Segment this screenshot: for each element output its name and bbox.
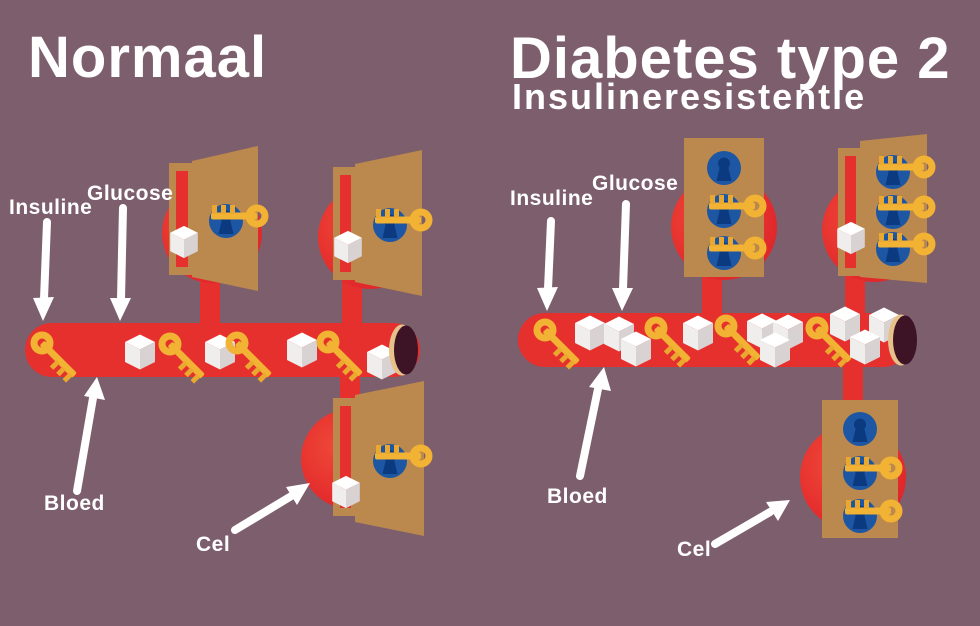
glucose-cube-icon — [287, 332, 317, 368]
right-blood-arrow — [576, 367, 611, 480]
arrow-head — [537, 287, 558, 311]
right-blood-vessel — [518, 306, 917, 371]
right-blood-label: Bloed — [547, 485, 608, 508]
left-cell-arrow — [231, 483, 310, 534]
arrow-shaft — [40, 218, 51, 303]
right-glucose-arrow — [612, 200, 633, 311]
arrow-shaft — [619, 200, 630, 293]
arrow-head — [766, 500, 790, 521]
lock-icon — [843, 412, 877, 446]
arrow-shaft — [576, 385, 602, 480]
vessel-branch — [843, 363, 863, 403]
lock-icon — [707, 151, 741, 185]
right-glucose-label: Glucose — [592, 172, 678, 195]
cell-open-door-1 — [162, 146, 265, 291]
door-opening — [340, 175, 351, 272]
left-blood-arrow — [73, 377, 105, 495]
right-panel-subtitle: Insulineresistentie — [512, 76, 866, 117]
cell-ajar-door — [822, 134, 932, 283]
arrow-head — [612, 288, 633, 311]
right-panel: Diabetes type 2 Insulineresistentie — [510, 26, 951, 561]
cell-closed-door-2 — [800, 400, 906, 538]
cell-open-door-3 — [301, 381, 429, 536]
arrow-head — [84, 377, 105, 400]
door-opening — [340, 406, 351, 508]
glucose-cube-icon — [621, 331, 651, 367]
right-panel-title: Diabetes type 2 — [510, 26, 951, 91]
left-panel: Normaal — [9, 25, 429, 556]
glucose-cube-icon — [850, 329, 880, 365]
left-blood-vessel — [25, 323, 420, 384]
vessel-opening — [893, 315, 917, 365]
left-cell-label: Cel — [196, 533, 230, 556]
left-glucose-arrow — [110, 204, 131, 321]
arrow-shaft — [711, 508, 774, 548]
arrow-shaft — [117, 204, 127, 303]
arrow-shaft — [231, 491, 297, 534]
left-blood-label: Bloed — [44, 492, 105, 515]
left-panel-title: Normaal — [28, 25, 267, 90]
vessel-branch — [845, 274, 865, 318]
vessel-branch — [342, 276, 362, 328]
arrow-shaft — [73, 394, 97, 495]
right-insulin-label: Insuline — [510, 187, 593, 210]
right-cell-label: Cel — [677, 538, 711, 561]
right-insulin-arrow — [537, 217, 558, 311]
arrow-head — [33, 297, 54, 321]
glucose-cube-icon — [575, 315, 605, 351]
arrow-head — [589, 367, 611, 391]
left-glucose-label: Glucose — [87, 182, 173, 205]
glucose-cube-icon — [760, 332, 790, 368]
left-insulin-label: Insuline — [9, 196, 92, 219]
glucose-cube-icon — [683, 315, 713, 351]
arrow-head — [286, 483, 310, 505]
glucose-cube-icon — [125, 334, 155, 370]
vessel-opening — [394, 325, 418, 375]
cell-closed-door-1 — [671, 138, 777, 280]
cell-open-door-2 — [318, 150, 429, 296]
left-insulin-arrow — [33, 218, 54, 321]
glucose-cube-icon — [837, 221, 865, 255]
vessel-branch — [702, 268, 722, 318]
door-opening — [845, 156, 856, 268]
arrow-shaft — [544, 217, 555, 293]
arrow-head — [110, 298, 131, 321]
right-cell-arrow — [711, 500, 790, 548]
